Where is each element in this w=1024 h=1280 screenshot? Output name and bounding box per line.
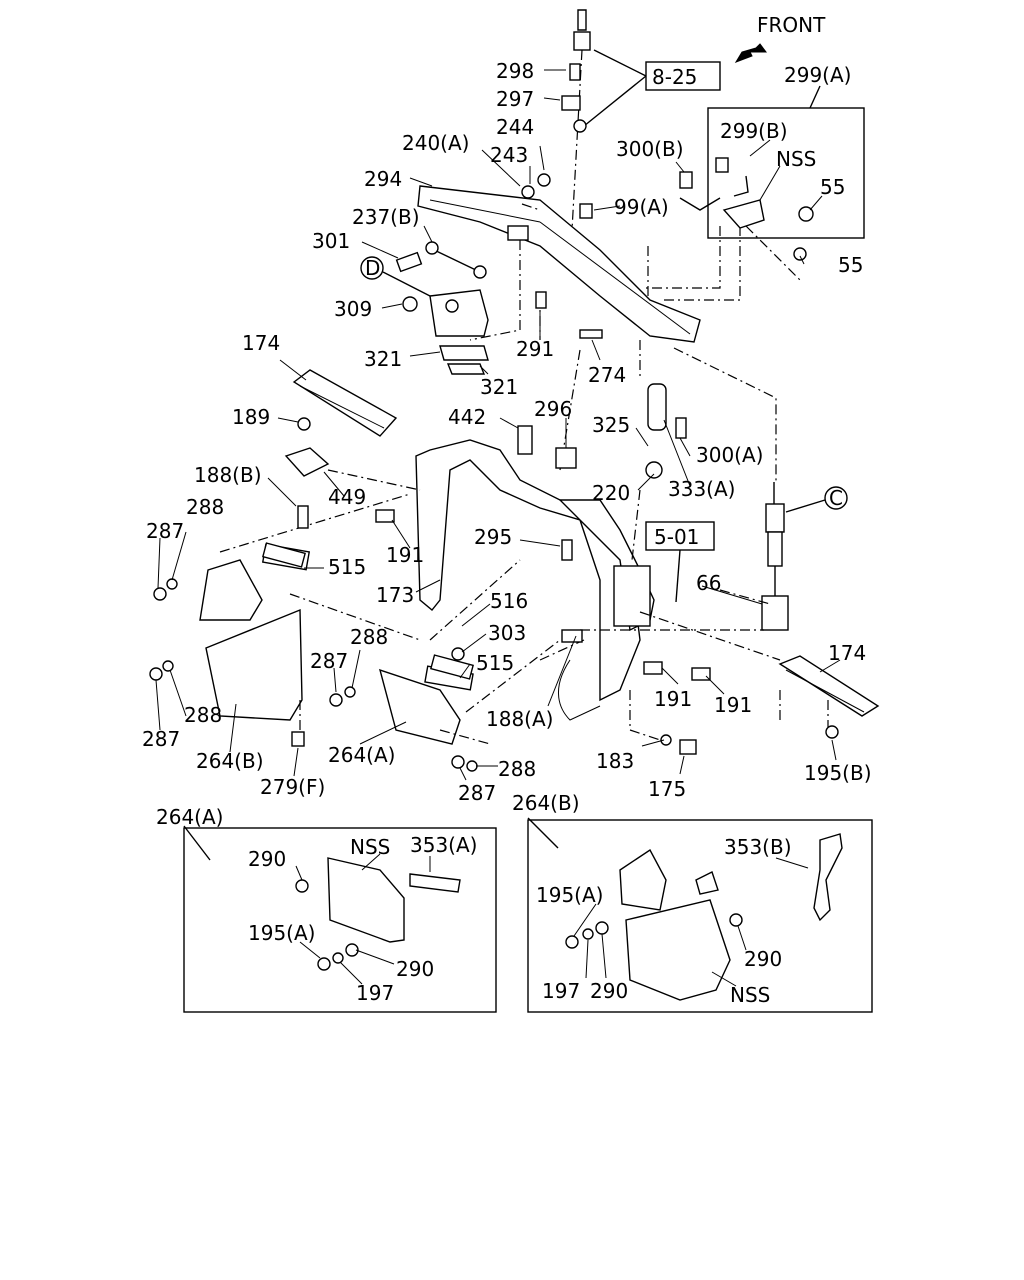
label-515-a: 515 — [328, 555, 366, 579]
label-309: 309 — [334, 297, 372, 321]
label-321-b: 321 — [480, 375, 518, 399]
inset-label-197-b: 197 — [542, 979, 580, 1003]
shock-absorber — [761, 482, 789, 631]
label-189: 189 — [232, 405, 270, 429]
label-55-b: 55 — [838, 253, 863, 277]
ref-5-01[interactable]: 5-01 — [645, 521, 715, 551]
svg-text:264(A): 264(A) — [156, 805, 223, 829]
label-173: 173 — [376, 583, 414, 607]
label-191-b: 191 — [654, 687, 692, 711]
label-287-b: 287 — [310, 649, 348, 673]
label-291: 291 — [516, 337, 554, 361]
label-274: 274 — [588, 363, 626, 387]
label-183: 183 — [596, 749, 634, 773]
inset-264a: 264(A) — [156, 805, 497, 1013]
label-240a: 240(A) — [402, 131, 469, 155]
front-arrow-icon — [734, 43, 767, 63]
svg-text:D: D — [365, 256, 380, 280]
label-188a: 188(A) — [486, 707, 553, 731]
label-195b: 195(B) — [804, 761, 872, 785]
label-296: 296 — [534, 397, 572, 421]
label-287-c: 287 — [142, 727, 180, 751]
frame-173 — [415, 439, 655, 702]
label-301: 301 — [312, 229, 350, 253]
inset-label-290-d: 290 — [590, 979, 628, 1003]
inset-label-nss-3: NSS — [730, 983, 770, 1007]
label-300b: 300(B) — [616, 137, 684, 161]
hardware — [149, 63, 839, 772]
label-299b: 299(B) — [720, 119, 788, 143]
inset-label-290-b: 290 — [396, 957, 434, 981]
inset-299a: 299(A) — [679, 63, 865, 239]
plate-174-left — [284, 369, 398, 477]
label-264b: 264(B) — [196, 749, 264, 773]
label-237b: 237(B) — [352, 205, 420, 229]
inset-label-195a-2: 195(A) — [536, 883, 603, 907]
label-294: 294 — [364, 167, 402, 191]
label-55-a: 55 — [820, 175, 845, 199]
label-303: 303 — [488, 621, 526, 645]
label-leaders — [155, 69, 841, 987]
inset-label-353b: 353(B) — [724, 835, 792, 859]
mount-264b — [199, 543, 311, 721]
label-325: 325 — [592, 413, 630, 437]
ref-8-25-text: 8-25 — [652, 65, 697, 89]
svg-text:264(B): 264(B) — [512, 791, 580, 815]
svg-text:C: C — [829, 486, 843, 510]
label-321-a: 321 — [364, 347, 402, 371]
label-288-b: 288 — [350, 625, 388, 649]
label-174-a: 174 — [242, 331, 280, 355]
label-191-c: 191 — [714, 693, 752, 717]
mount-264a — [378, 665, 474, 745]
top-bolt — [571, 9, 591, 231]
label-295: 295 — [474, 525, 512, 549]
label-188b: 188(B) — [194, 463, 262, 487]
upper-crossmember — [417, 185, 701, 343]
label-243: 243 — [490, 143, 528, 167]
inset-label-290-a: 290 — [248, 847, 286, 871]
label-442: 442 — [448, 405, 486, 429]
label-244: 244 — [496, 115, 534, 139]
label-288-d: 288 — [498, 757, 536, 781]
label-516: 516 — [490, 589, 528, 613]
label-300a: 300(A) — [696, 443, 763, 467]
inset-label-353a: 353(A) — [410, 833, 477, 857]
label-333a: 333(A) — [668, 477, 735, 501]
label-175: 175 — [648, 777, 686, 801]
inset-label-nss-2: NSS — [350, 835, 390, 859]
label-99a: 99(A) — [614, 195, 669, 219]
label-287-a: 287 — [146, 519, 184, 543]
label-220: 220 — [592, 481, 630, 505]
label-288-a: 288 — [186, 495, 224, 519]
label-297: 297 — [496, 87, 534, 111]
label-449: 449 — [328, 485, 366, 509]
label-nss-1: NSS — [776, 147, 816, 171]
marker-d: D — [360, 256, 431, 297]
label-287-d: 287 — [458, 781, 496, 805]
label-298: 298 — [496, 59, 534, 83]
ref-8-25[interactable]: 8-25 — [645, 61, 721, 91]
label-264a: 264(A) — [328, 743, 395, 767]
inset-label-290-c: 290 — [744, 947, 782, 971]
inset-label-197-a: 197 — [356, 981, 394, 1005]
damper-333a — [645, 383, 667, 479]
bracket-d — [429, 289, 489, 375]
part-labels: 298 297 244 243 240(A) 294 237(B) 301 30… — [142, 59, 872, 1007]
label-288-c: 288 — [184, 703, 222, 727]
label-174-b: 174 — [828, 641, 866, 665]
label-279f: 279(F) — [260, 775, 325, 799]
svg-text:299(A): 299(A) — [784, 63, 851, 87]
label-515-b: 515 — [476, 651, 514, 675]
front-label: FRONT — [757, 13, 826, 37]
plate-174-right — [778, 655, 880, 717]
label-66: 66 — [696, 571, 721, 595]
ref-5-01-text: 5-01 — [654, 525, 699, 549]
front-indicator: FRONT — [734, 13, 826, 63]
marker-c: C — [785, 486, 848, 513]
inset-264b: 264(B) — [512, 791, 873, 1013]
inset-label-195a: 195(A) — [248, 921, 315, 945]
label-191-a: 191 — [386, 543, 424, 567]
